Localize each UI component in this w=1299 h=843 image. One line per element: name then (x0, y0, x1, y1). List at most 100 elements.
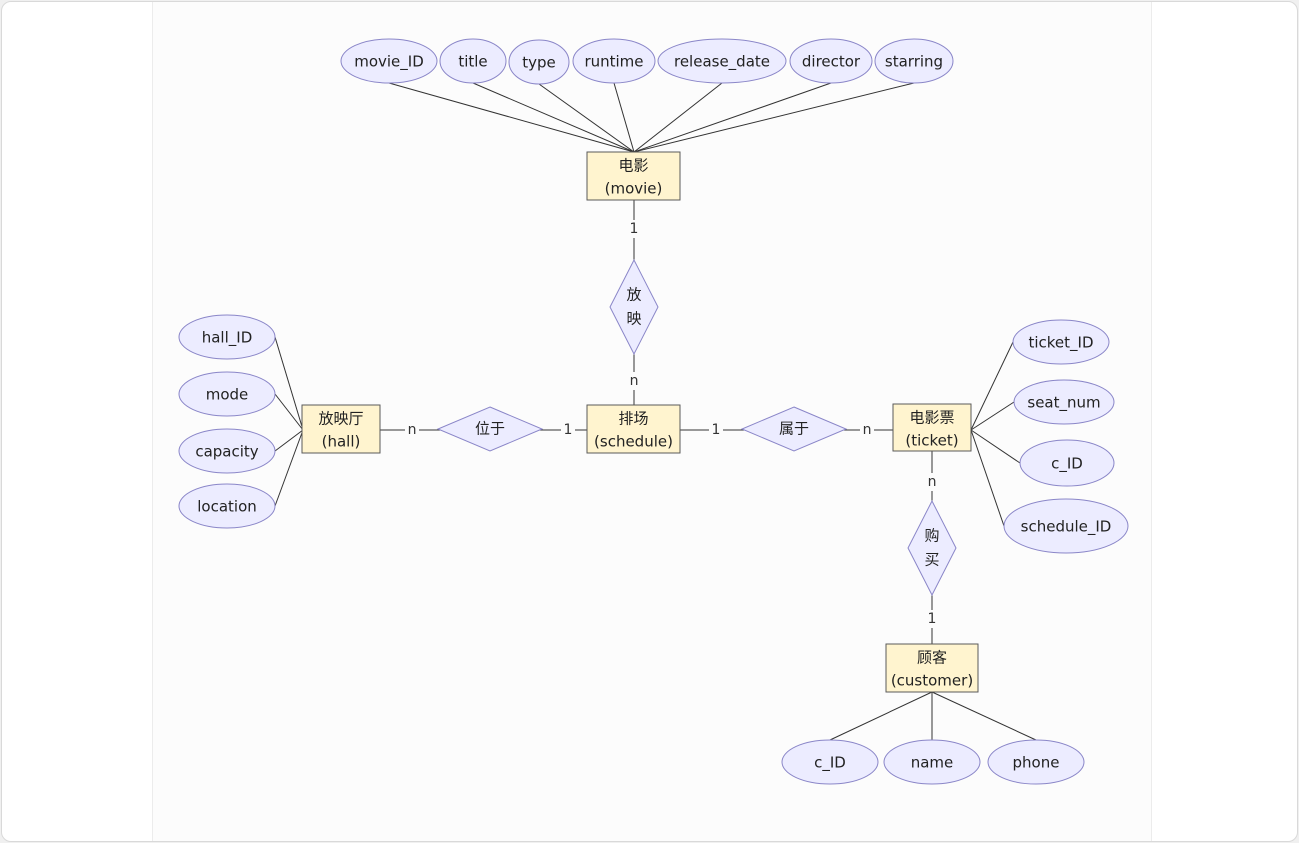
attribute-label: release_date (674, 53, 770, 72)
attribute-movie-1: title (439, 38, 507, 84)
attribute-oval (340, 38, 438, 84)
attribute-link-ticket (970, 401, 1015, 431)
cardinality-label: n (863, 422, 872, 438)
attribute-hall-8: mode (178, 371, 276, 417)
entity-name: 放映厅 (318, 410, 363, 428)
cardinality-label: n (630, 373, 639, 389)
attribute-oval (1019, 439, 1115, 487)
entity-code: (ticket) (905, 432, 958, 450)
entity-code: (movie) (605, 180, 663, 198)
attribute-movie-3: runtime (572, 38, 656, 84)
attribute-link-hall (274, 393, 304, 431)
attribute-oval (439, 38, 507, 84)
attribute-link-movie (633, 82, 723, 153)
attribute-customer-17: phone (987, 739, 1085, 785)
entity-box (892, 403, 972, 452)
attribute-label: movie_ID (354, 53, 424, 72)
entity-ticket: 电影票(ticket) (892, 403, 972, 452)
attribute-label: capacity (195, 443, 258, 461)
cardinality-label: n (408, 422, 417, 438)
attribute-label: location (197, 498, 257, 516)
attribute-link-ticket (970, 429, 1005, 527)
attribute-hall-10: location (178, 483, 276, 529)
attribute-link-movie (633, 82, 832, 153)
attribute-ticket-11: ticket_ID (1012, 319, 1110, 365)
attribute-customer-15: c_ID (781, 739, 879, 785)
attribute-ticket-14: schedule_ID (1003, 498, 1129, 554)
attribute-oval (883, 739, 981, 785)
attribute-oval (178, 314, 276, 360)
attribute-label: type (522, 54, 556, 72)
relationship-label: 位于 (475, 420, 505, 438)
attribute-label: ticket_ID (1028, 334, 1093, 353)
attribute-oval (1003, 498, 1129, 554)
attribute-oval (1013, 379, 1115, 425)
attribute-label: schedule_ID (1021, 518, 1112, 537)
attribute-label: title (458, 53, 487, 71)
cardinality-bg (860, 421, 874, 439)
attribute-oval (178, 483, 276, 529)
attribute-oval (178, 371, 276, 417)
attribute-link-movie (613, 82, 635, 153)
entity-name: 顾客 (917, 649, 947, 667)
entity-hall: 放映厅(hall) (301, 404, 381, 454)
attribute-oval (987, 739, 1085, 785)
entity-code: (schedule) (594, 433, 673, 451)
attribute-oval (657, 38, 787, 84)
entity-movie: 电影(movie) (586, 151, 681, 201)
diagram-shapes: movie_ID title type runtime release_date dire… (178, 38, 1129, 785)
attribute-hall-9: capacity (178, 428, 276, 474)
attribute-link-movie (538, 83, 635, 153)
cardinality-bg (925, 610, 939, 628)
attribute-link-movie (388, 82, 635, 153)
attribute-oval (789, 38, 873, 84)
attribute-label: phone (1013, 754, 1060, 772)
attribute-label: name (911, 754, 954, 772)
cardinality-bg (627, 220, 641, 238)
relationship-label: 映 (626, 310, 641, 328)
relationship-located: 位于 n 1 (405, 406, 575, 452)
relationship-diamond (740, 406, 848, 452)
cardinality-bg (561, 421, 575, 439)
attribute-link-customer (829, 691, 933, 741)
attribute-oval (1012, 319, 1110, 365)
attribute-oval (508, 39, 570, 85)
attribute-link-hall (274, 336, 304, 431)
entity-code: (customer) (891, 672, 973, 690)
attribute-ticket-12: seat_num (1013, 379, 1115, 425)
attribute-label: seat_num (1027, 394, 1100, 413)
attribute-link-ticket (970, 341, 1014, 431)
cardinality-label: 1 (630, 221, 639, 237)
attribute-movie-6: starring (874, 38, 954, 84)
attribute-label: runtime (584, 53, 643, 71)
attribute-label: starring (885, 53, 943, 71)
attribute-hall-7: hall_ID (178, 314, 276, 360)
attribute-movie-4: release_date (657, 38, 787, 84)
attribute-link-hall (274, 429, 304, 452)
cardinality-bg (627, 372, 641, 390)
relationship-diamond (907, 499, 957, 597)
entity-name: 排场 (618, 410, 648, 428)
attribute-label: director (802, 53, 861, 71)
relationship-diamond (609, 258, 659, 356)
attribute-movie-0: movie_ID (340, 38, 438, 84)
attribute-link-customer (931, 691, 1037, 741)
cardinality-bg (925, 473, 939, 491)
attribute-customer-16: name (883, 739, 981, 785)
attribute-oval (781, 739, 879, 785)
entity-customer: 顾客 (customer) (885, 643, 979, 693)
attribute-link-movie (633, 82, 915, 153)
attribute-label: hall_ID (202, 329, 253, 348)
cardinality-label: 1 (564, 422, 573, 438)
cardinality-bg (405, 421, 419, 439)
entity-box (586, 151, 681, 201)
attribute-link-movie (472, 82, 635, 153)
cardinality-label: n (928, 474, 937, 490)
attribute-oval (572, 38, 656, 84)
cardinality-bg (709, 421, 723, 439)
cardinality-label: 1 (712, 422, 721, 438)
attribute-link-ticket (970, 429, 1021, 464)
attribute-label: c_ID (1051, 455, 1083, 474)
attribute-oval (874, 38, 954, 84)
relationship-label: 买 (924, 551, 939, 569)
